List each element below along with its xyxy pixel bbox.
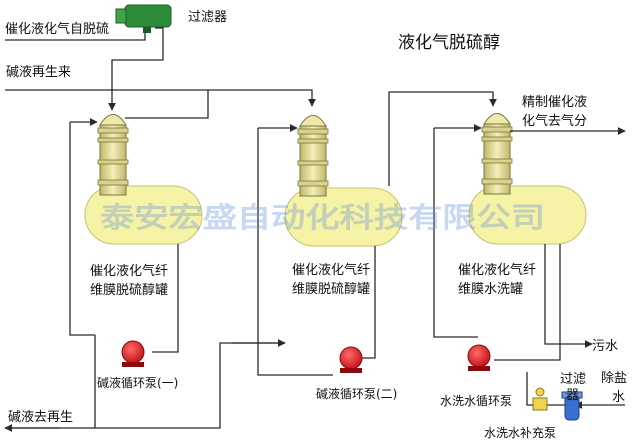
tank-1-label-line2: 维膜脱硫醇罐 bbox=[90, 282, 168, 298]
tank-2 bbox=[284, 115, 403, 247]
small-filter-label-line1: 过滤 bbox=[560, 372, 586, 387]
desalted-water-label-line1: 除盐 bbox=[601, 371, 627, 386]
desalted-water-label-line2: 水 bbox=[612, 390, 625, 405]
company-watermark: 泰安宏盛自动化科技有限公司 bbox=[100, 201, 545, 234]
makeup-pump bbox=[532, 387, 548, 411]
tank3-left-line bbox=[433, 128, 478, 338]
small-filter-label-line2: 器 bbox=[566, 388, 579, 403]
inlet-pipe bbox=[5, 33, 146, 41]
makeup-pump-label: 水洗水补充泵 bbox=[484, 425, 556, 440]
tank3-bottom-to-pump bbox=[494, 244, 561, 361]
tank-2-label-line1: 催化液化气纤 bbox=[292, 262, 370, 278]
waste-water-label: 污水 bbox=[592, 339, 618, 354]
wash-pump-label: 水洗水循环泵 bbox=[440, 394, 512, 408]
waste-water-pipe bbox=[544, 244, 593, 348]
makeup-line bbox=[526, 372, 565, 406]
tank-2-label-line2: 维膜脱硫醇罐 bbox=[292, 281, 370, 297]
tank-3-label-line2: 维膜水洗罐 bbox=[458, 282, 523, 297]
wash-water-pump bbox=[467, 344, 491, 371]
caustic-pump-2 bbox=[339, 346, 363, 373]
tank-1-label-line1: 催化液化气纤 bbox=[90, 263, 168, 279]
caustic-pump-2-label: 碱液循环泵(二) bbox=[316, 386, 397, 401]
tank2-overhead-pipe bbox=[388, 91, 497, 186]
product-label-line2: 化气去气分 bbox=[522, 113, 587, 129]
product-label-line1: 精制催化液 bbox=[522, 95, 587, 110]
tank-3 bbox=[468, 113, 587, 245]
tank1-overhead-pipe bbox=[125, 90, 209, 119]
tank-1 bbox=[84, 114, 203, 245]
caustic-pump-1-label: 碱液循环泵(一) bbox=[97, 375, 178, 390]
top-filter bbox=[115, 4, 172, 33]
inlet-label: 催化液化气自脱硫 bbox=[5, 21, 109, 37]
caustic-pump-1 bbox=[121, 340, 145, 367]
small-filter bbox=[561, 391, 583, 421]
caustic-regen-in-label: 碱液再生来 bbox=[6, 65, 71, 80]
caustic-regen-out-label: 碱液去再生 bbox=[8, 410, 73, 425]
tank1-bottom-to-pump bbox=[152, 244, 179, 353]
feed-pipe bbox=[108, 27, 164, 111]
caustic-regen-in-pipe bbox=[5, 89, 316, 107]
tank2-bottom-to-pump bbox=[362, 246, 376, 359]
tank-3-label-line1: 催化液化气纤 bbox=[458, 262, 536, 278]
top-filter-label: 过滤器 bbox=[188, 10, 227, 25]
tank1-left-line bbox=[69, 122, 95, 336]
tank2-left-line bbox=[257, 128, 333, 376]
diagram-title: 液化气脱硫醇 bbox=[398, 33, 500, 53]
